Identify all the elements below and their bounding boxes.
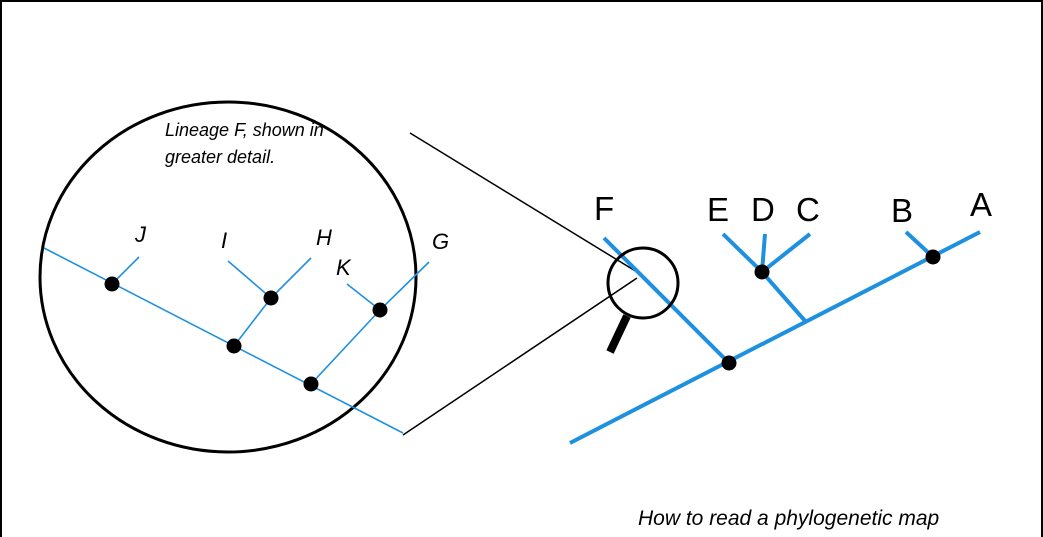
main-trunk [569, 230, 981, 445]
inset-label-i: I [221, 228, 227, 253]
main-label-c: C [796, 191, 820, 228]
inset-node-ih-root [226, 338, 242, 354]
main-node-f-root [721, 355, 737, 371]
inset-note-line2: greater detail. [165, 147, 275, 167]
main-branch-c [760, 232, 812, 274]
inset-label-h: H [316, 225, 332, 250]
main-label-d: D [751, 191, 775, 228]
inset-label-g: G [432, 229, 449, 254]
diagram-caption: How to read a phylogenetic map [638, 507, 939, 530]
inset-branch-i [227, 260, 272, 299]
inset-node-kg [372, 302, 388, 318]
zoom-connector-top [409, 132, 638, 273]
inset-note-line1: Lineage F, shown in [165, 120, 324, 140]
main-label-a: A [970, 186, 992, 223]
main-tree: F E D C B A [569, 186, 992, 445]
main-label-e: E [707, 191, 729, 228]
inset-tree: Lineage F, shown in greater detail. J I … [38, 100, 449, 454]
inset-branch-kg-stem [310, 309, 381, 385]
main-branch-e [721, 232, 764, 274]
magnifier-icon [606, 246, 680, 354]
main-branch-f [602, 236, 731, 365]
inset-branch-ih-stem [233, 297, 272, 347]
inset-branch-g [379, 261, 430, 311]
main-label-b: B [891, 192, 913, 229]
inset-node-j [104, 276, 120, 292]
inset-main-branch [43, 247, 404, 434]
main-label-f: F [594, 190, 614, 227]
inset-node-ih [263, 290, 279, 306]
inset-label-j: J [134, 222, 147, 247]
main-branch-edc-stem [760, 270, 808, 324]
zoom-connector-bottom [402, 277, 638, 436]
main-node-edc [754, 264, 770, 280]
inset-node-kg-root [303, 376, 319, 392]
inset-circle [38, 100, 418, 454]
inset-branch-h [270, 257, 312, 299]
inset-label-k: K [336, 255, 352, 280]
main-node-ab [925, 249, 941, 265]
